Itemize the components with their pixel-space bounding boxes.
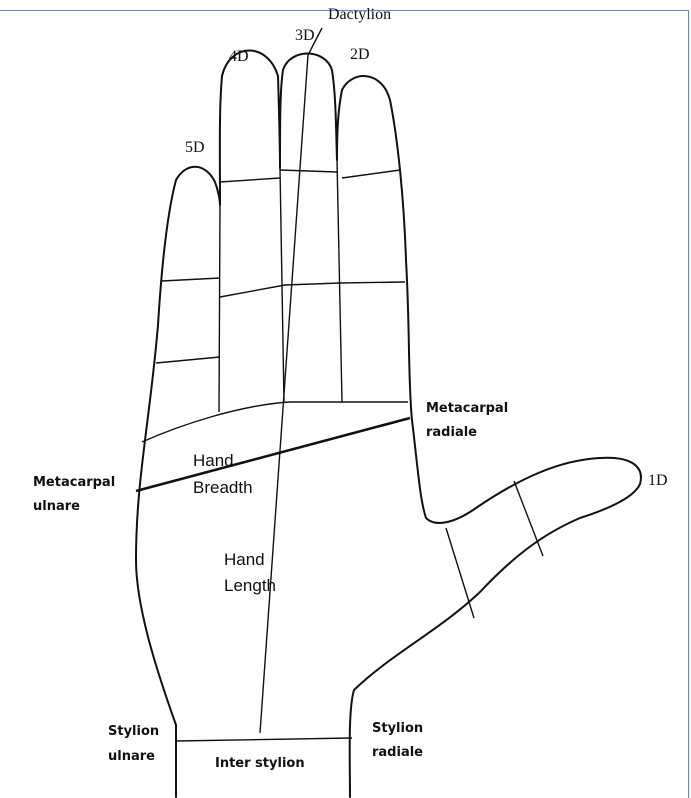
thumb-crease-1 bbox=[446, 528, 474, 618]
hand-length-label-line1: Hand bbox=[224, 550, 265, 569]
little-finger-crease-2 bbox=[156, 357, 220, 363]
stylion-radiale-label-line2: radiale bbox=[372, 745, 423, 760]
palm-base-line bbox=[142, 402, 408, 442]
metacarpal-ulnare-label-line1: Metacarpal bbox=[33, 475, 115, 490]
dactylion-label: Dactylion bbox=[328, 6, 391, 23]
hand-length-label-line2: Length bbox=[224, 576, 276, 595]
finger-label-4d: 4D bbox=[229, 48, 249, 65]
ring-finger-crease-1 bbox=[220, 178, 280, 182]
stylion-radiale-label-line1: Stylion bbox=[372, 721, 423, 736]
stylion-ulnare-label-line1: Stylion bbox=[108, 724, 159, 739]
gap-index-middle bbox=[337, 160, 342, 402]
hand-breadth-label-line1: Hand bbox=[193, 451, 234, 470]
hand-length-line bbox=[260, 55, 308, 733]
thumb-crease-2 bbox=[514, 481, 543, 556]
index-finger-crease-1 bbox=[342, 170, 400, 178]
middle-finger-crease-2 bbox=[285, 283, 340, 285]
finger-label-5d: 5D bbox=[185, 139, 205, 156]
finger-label-1d: 1D bbox=[648, 472, 668, 489]
finger-label-3d: 3D bbox=[295, 27, 315, 44]
ring-finger-crease-2 bbox=[220, 285, 285, 297]
inter-stylion-label: Inter stylion bbox=[215, 756, 305, 771]
little-finger-crease-1 bbox=[162, 278, 220, 281]
hand-breadth-line bbox=[136, 418, 410, 491]
index-finger-crease-2 bbox=[340, 282, 405, 283]
finger-label-2d: 2D bbox=[350, 46, 370, 63]
inter-stylion-line bbox=[176, 738, 352, 741]
metacarpal-radiale-label-line2: radiale bbox=[426, 425, 477, 440]
gap-ring-little bbox=[219, 205, 220, 412]
middle-finger-crease-1 bbox=[280, 170, 337, 172]
metacarpal-radiale-label-line1: Metacarpal bbox=[426, 401, 508, 416]
hand-breadth-label-line2: Breadth bbox=[193, 478, 253, 497]
metacarpal-ulnare-label-line2: ulnare bbox=[33, 499, 80, 514]
stylion-ulnare-label-line2: ulnare bbox=[108, 749, 155, 764]
